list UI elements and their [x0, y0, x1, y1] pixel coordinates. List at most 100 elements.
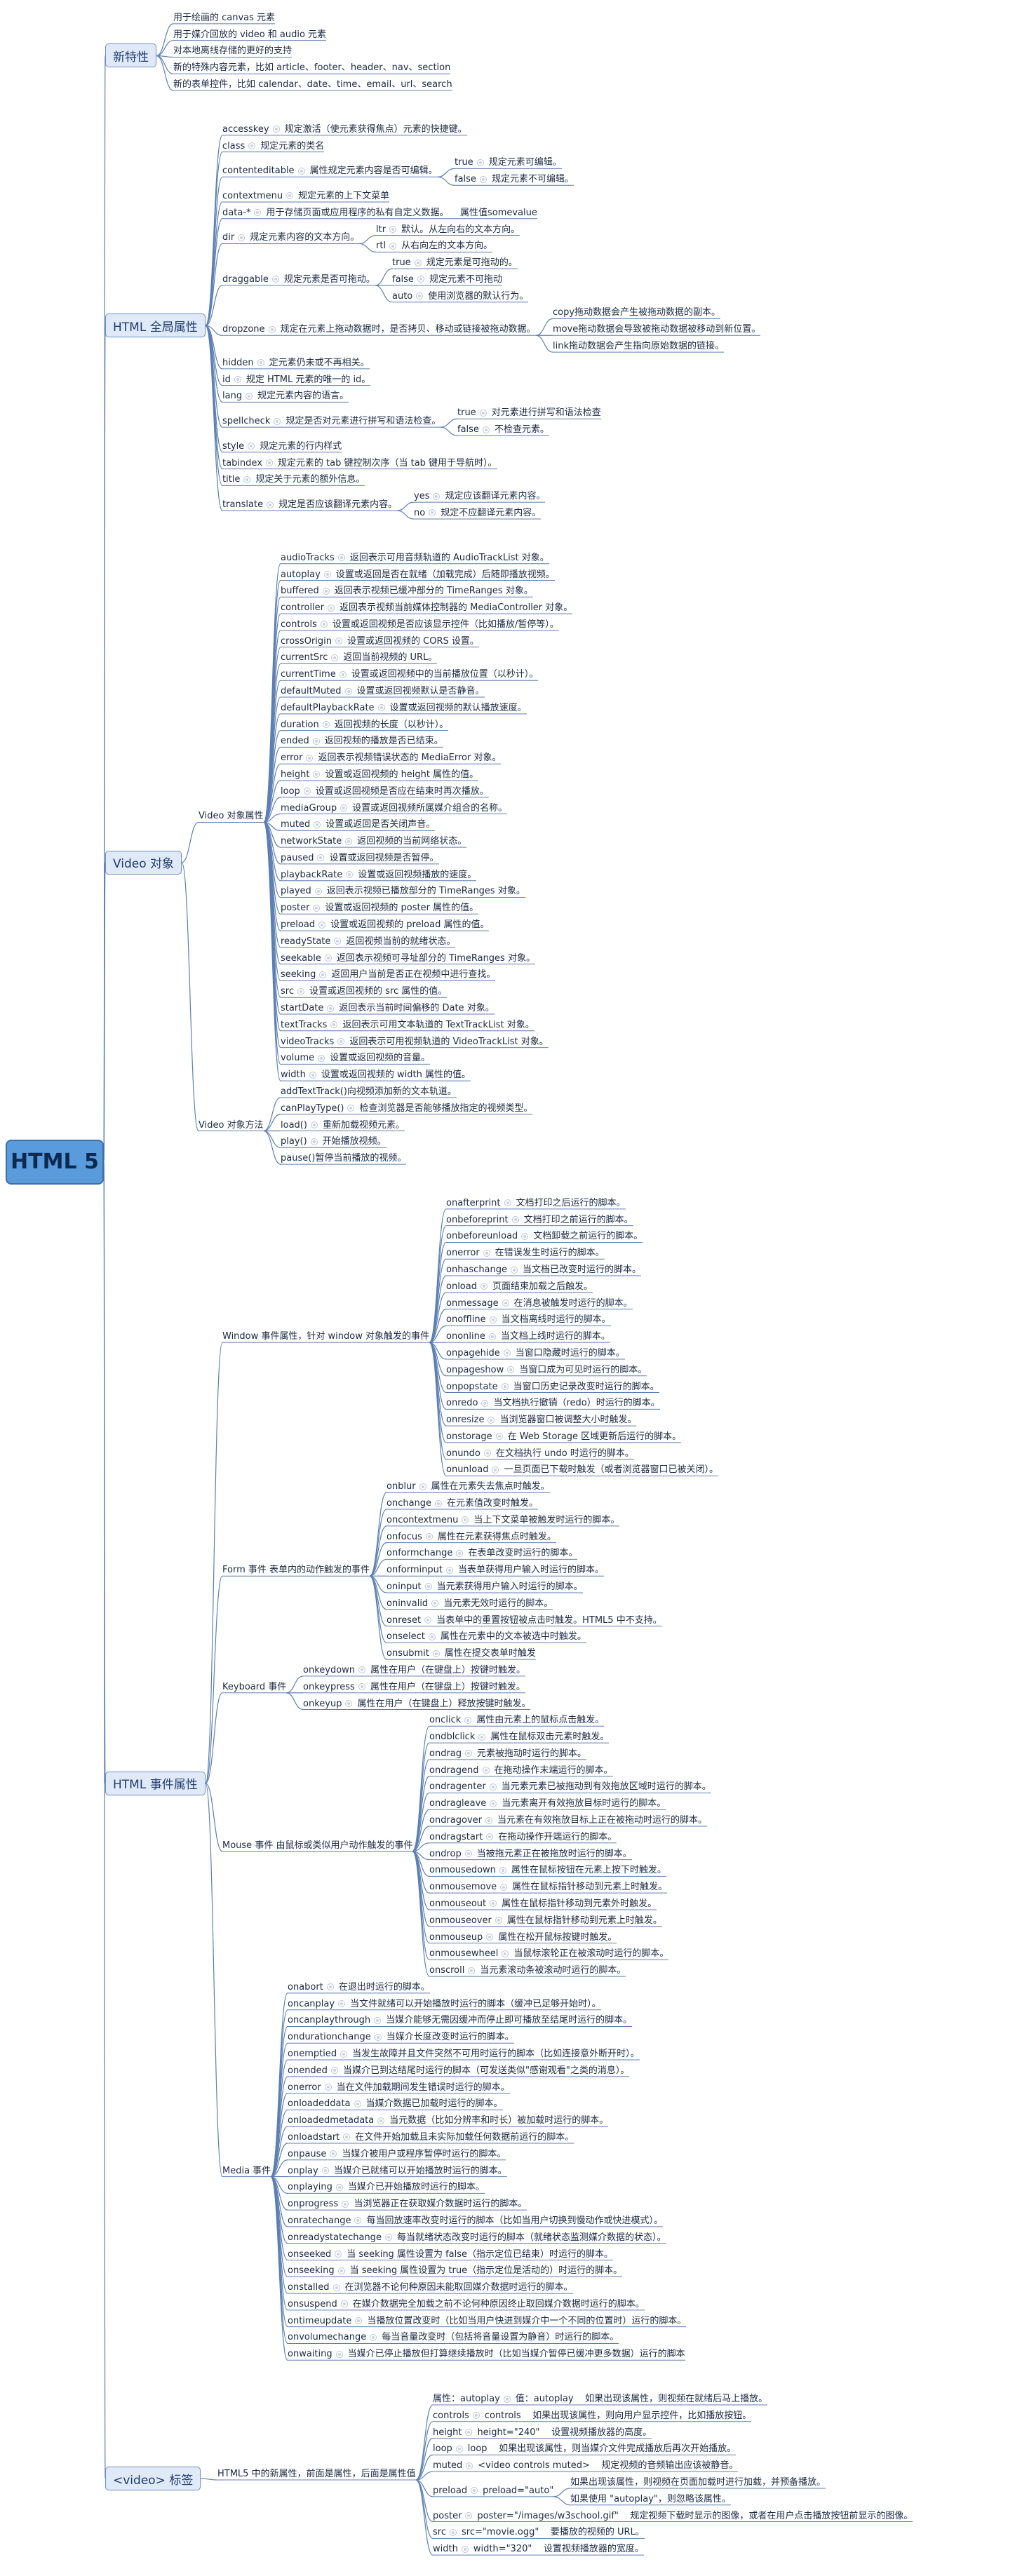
mindmap-node[interactable]: Keyboard 事件	[222, 1681, 286, 1693]
mindmap-node[interactable]: muted<video controls muted> 规定视频的音频输出应该被…	[433, 2460, 738, 2472]
mindmap-node[interactable]: Window 事件属性，针对 window 对象触发的事件	[222, 1330, 429, 1342]
mindmap-node[interactable]: 如果出现该属性，则视频在页面加载时进行加载，并预备播放。	[570, 2476, 826, 2488]
mindmap-node[interactable]: 用于媒介回放的 video 和 audio 元素	[173, 29, 326, 41]
branch-node[interactable]: Video 对象	[105, 850, 182, 875]
mindmap-node[interactable]: move拖动数据会导致被拖动数据被移动到新位置。	[553, 323, 760, 335]
branch-node[interactable]: HTML 事件属性	[105, 1771, 206, 1795]
mindmap-node[interactable]: Mouse 事件 由鼠标或类似用户动作触发的事件	[222, 1840, 412, 1852]
branch-node[interactable]: HTML 全局属性	[105, 313, 206, 338]
mindmap-node[interactable]: 对本地离线存储的更好的支持	[173, 45, 292, 57]
mindmap-node[interactable]: load()重新加载视频元素。	[281, 1119, 405, 1131]
mindmap-node[interactable]: pause()暂停当前播放的视频。	[281, 1152, 406, 1164]
mindmap-node[interactable]: play()开始播放视频。	[281, 1135, 386, 1147]
branch-node[interactable]: <video> 标签	[105, 2467, 201, 2491]
mindmap-node[interactable]: HTML5 中的新属性，前面是属性，后面是属性值	[217, 2468, 416, 2480]
mindmap-node[interactable]: Media 事件	[222, 2165, 271, 2177]
mindmap-node[interactable]: link拖动数据会产生指向原始数据的链接。	[553, 340, 724, 352]
mindmap-node[interactable]: Video 对象方法	[199, 1119, 264, 1131]
mindmap-node[interactable]: Video 对象属性	[199, 810, 264, 822]
mindmap-node[interactable]: canPlayType()检查浏览器是否能够播放指定的视频类型。	[281, 1102, 532, 1114]
